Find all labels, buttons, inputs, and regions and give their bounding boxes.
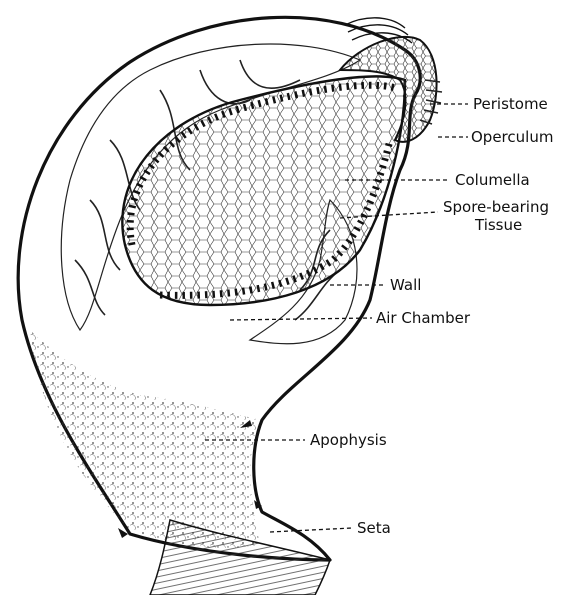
label-seta: Seta <box>357 519 391 537</box>
label-air-chamber: Air Chamber <box>376 309 471 327</box>
label-columella: Columella <box>455 171 530 189</box>
label-operculum: Operculum <box>471 128 553 146</box>
label-spore-bearing-line2: Tissue <box>474 216 522 234</box>
label-apophysis: Apophysis <box>310 431 387 449</box>
leader-seta <box>270 528 352 532</box>
apophysis-tissue <box>30 330 260 548</box>
label-peristome: Peristome <box>473 95 548 113</box>
label-wall: Wall <box>390 276 421 294</box>
label-spore-bearing-line1: Spore-bearing <box>443 198 549 216</box>
